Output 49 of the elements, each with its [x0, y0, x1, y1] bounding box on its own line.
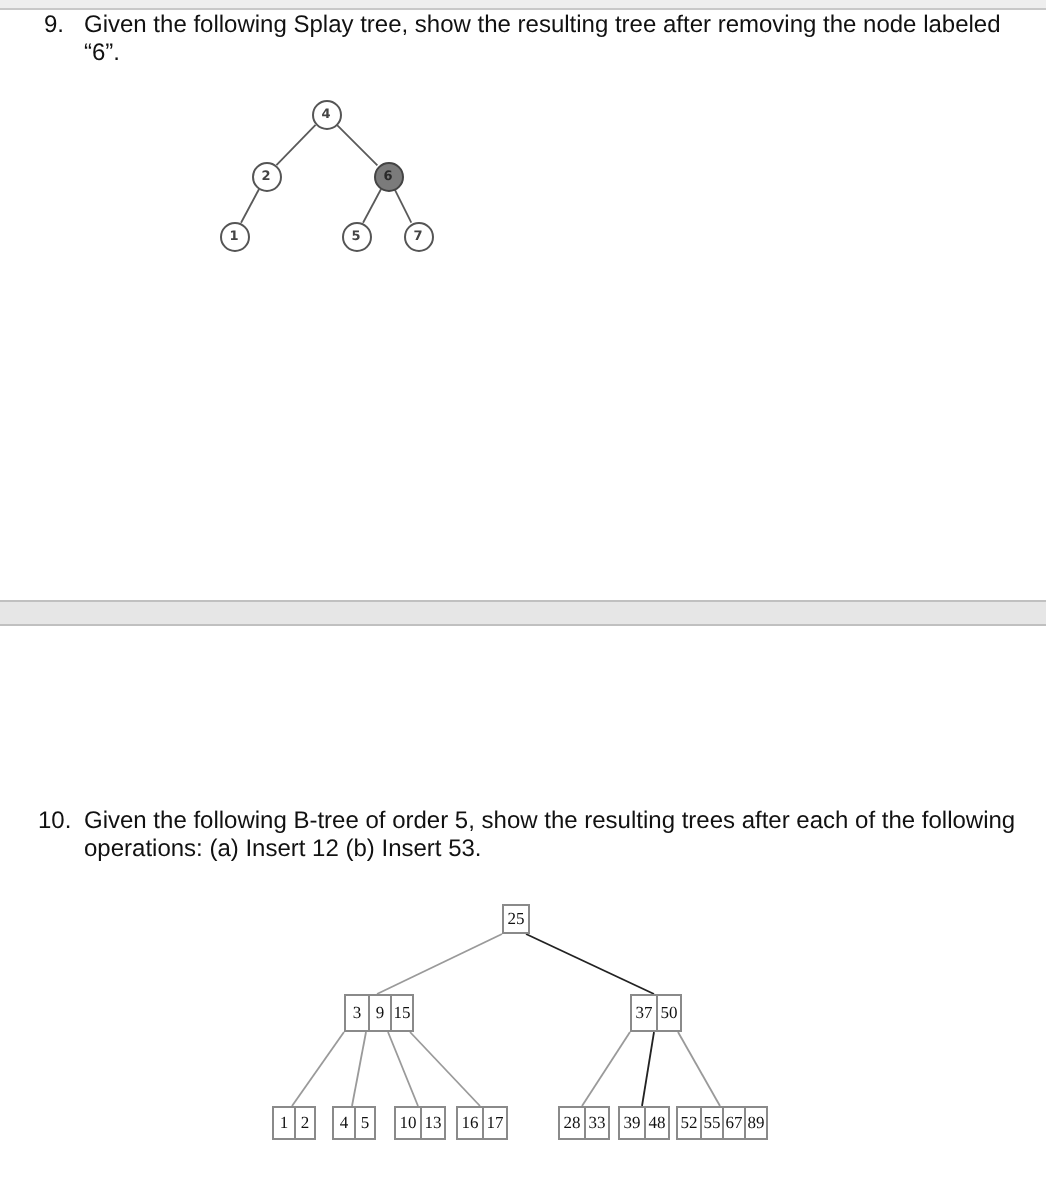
btree-node	[558, 1106, 610, 1140]
tree-edge	[291, 1031, 345, 1107]
tree-edge	[275, 123, 317, 167]
key-number: 17	[482, 1108, 506, 1138]
tree-edge	[409, 1031, 481, 1107]
key-number: 37	[633, 1000, 655, 1026]
question-number: 9.	[44, 10, 67, 38]
btree-node	[272, 1106, 316, 1140]
key-number: 15	[390, 996, 412, 1030]
key-number: 39	[621, 1110, 643, 1136]
key-number: 9	[368, 996, 390, 1030]
tree-edge	[641, 1031, 655, 1107]
btree-node	[394, 1106, 446, 1140]
key-number: 52	[678, 1110, 700, 1136]
key-number: 33	[584, 1108, 608, 1138]
key-number: 3	[350, 1000, 364, 1026]
key-number: 2	[294, 1108, 314, 1138]
btree-node	[456, 1106, 508, 1140]
tree-edge	[335, 123, 379, 167]
btree-node	[344, 994, 414, 1032]
tree-edge	[387, 1031, 419, 1107]
key-number: 4	[337, 1110, 351, 1136]
tree-edge	[581, 1031, 631, 1107]
question-text: Given the following B-tree of order 5, show the resulting trees after each of the following operations: (a) Insert 12 (b) Insert 53.	[84, 806, 1018, 862]
btree-node	[618, 1106, 670, 1140]
btree-node	[630, 994, 682, 1032]
btree-node	[676, 1106, 768, 1140]
tree-edge	[677, 1031, 721, 1107]
tree-edge	[240, 188, 260, 224]
tree-edge	[376, 933, 503, 995]
key-number: 13	[420, 1108, 444, 1138]
tree-edge	[393, 188, 413, 224]
key-number: 28	[561, 1110, 583, 1136]
tree-edge	[362, 188, 382, 224]
key-number: 48	[644, 1108, 668, 1138]
question-number: 10.	[38, 806, 74, 834]
key-number: 67	[722, 1108, 744, 1138]
key-number: 25	[505, 906, 527, 932]
key-number: 16	[459, 1110, 481, 1136]
btree-node	[332, 1106, 376, 1140]
key-number: 89	[744, 1108, 766, 1138]
key-number: 5	[354, 1108, 374, 1138]
key-number: 1	[277, 1110, 291, 1136]
tree-edge	[351, 1031, 367, 1107]
question-text: Given the following Splay tree, show the resulting tree after removing the node labeled “6”.	[84, 10, 1003, 66]
key-number: 10	[397, 1110, 419, 1136]
key-number: 50	[656, 996, 680, 1030]
tree-edge	[525, 933, 655, 995]
key-number: 55	[700, 1108, 722, 1138]
